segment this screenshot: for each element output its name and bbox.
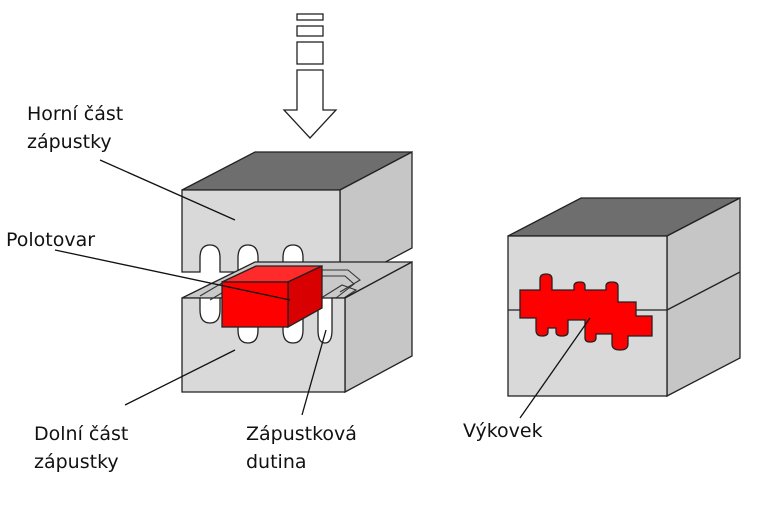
label-die-cavity-line2: dutina (246, 451, 307, 473)
leader-lower-die (124, 349, 236, 406)
label-upper-die: Horní část zápustky (27, 100, 123, 156)
blank-block (221, 264, 323, 329)
press-arrow-icon (282, 13, 338, 139)
label-die-cavity: Zápustková dutina (246, 420, 357, 476)
leader-lines (54, 159, 591, 419)
forging-die-assembly (507, 196, 741, 398)
forging-shape (519, 273, 653, 351)
leader-forging (519, 317, 591, 419)
label-lower-die-line2: zápustky (34, 451, 119, 473)
label-upper-die-line1: Horní část (27, 103, 124, 125)
leader-blank (54, 249, 291, 301)
label-lower-die-line1: Dolní část (34, 423, 129, 445)
label-blank: Polotovar (6, 226, 95, 254)
label-forging-line1: Výkovek (463, 420, 543, 442)
label-upper-die-line2: zápustky (27, 131, 112, 153)
label-blank-line1: Polotovar (6, 229, 96, 251)
blank-front-face (221, 281, 289, 328)
leader-upper-die (99, 159, 236, 221)
leader-die-cavity (301, 329, 327, 416)
label-forging: Výkovek (463, 417, 543, 445)
label-lower-die: Dolní část zápustky (34, 420, 128, 476)
label-die-cavity-line1: Zápustková (246, 423, 357, 445)
